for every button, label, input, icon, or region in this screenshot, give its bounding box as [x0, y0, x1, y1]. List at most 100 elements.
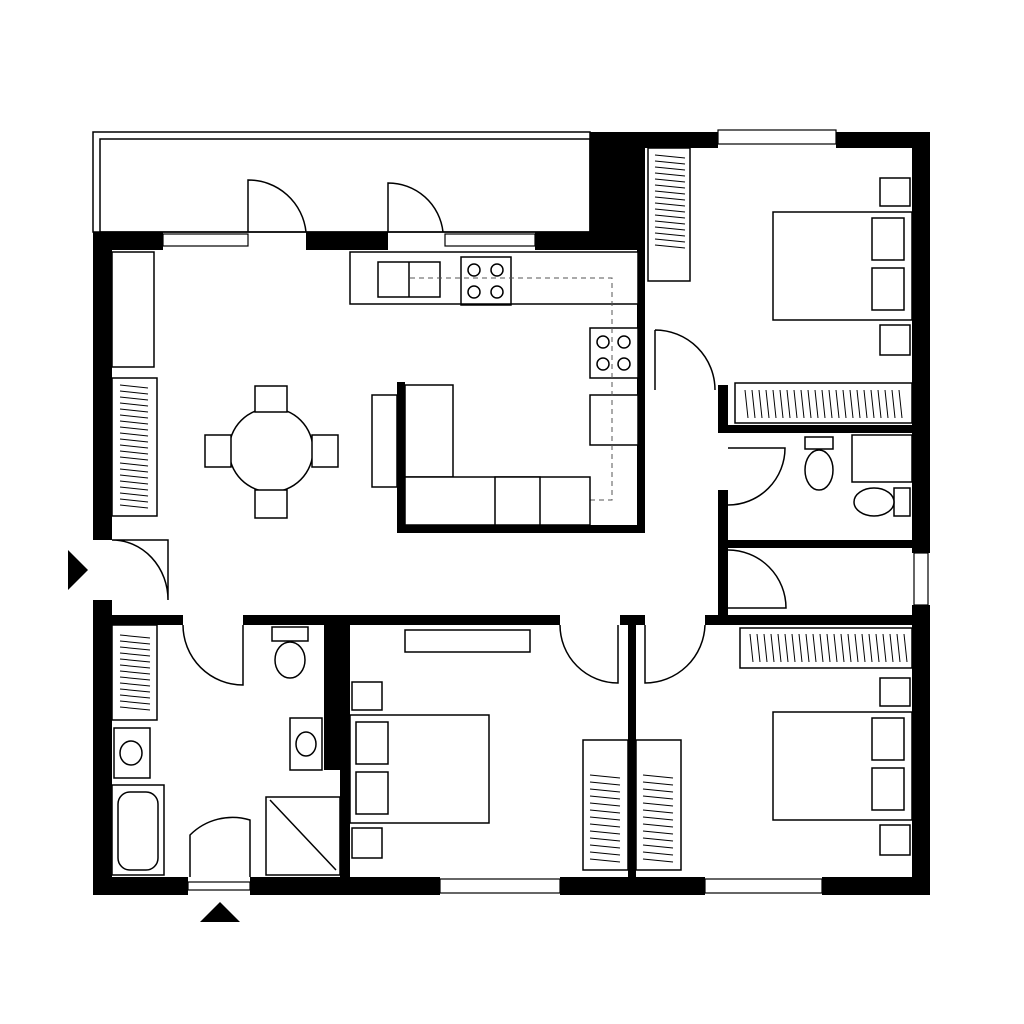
hatch-line [763, 633, 768, 663]
hatch-line [589, 774, 621, 779]
hatch-line [861, 633, 866, 663]
hatch-line [589, 795, 621, 800]
hatch-line [119, 700, 151, 705]
hatch-line [654, 154, 686, 159]
hatch-line [875, 633, 880, 663]
hatch-line [119, 504, 149, 509]
hatch-line [642, 795, 674, 800]
hatch-line [877, 389, 882, 419]
hatch-line [654, 202, 686, 207]
hatch-line [784, 633, 789, 663]
hatch-line [589, 816, 621, 821]
hatch-line [642, 802, 674, 807]
hatch-line [589, 802, 621, 807]
hatch-line [642, 788, 674, 793]
hatch-line [119, 670, 151, 675]
hatch-line [654, 190, 686, 195]
hatch-line [751, 389, 756, 419]
hatch-line [119, 390, 149, 395]
hatch-line [770, 633, 775, 663]
hatch-line [119, 438, 149, 443]
hatch-line [772, 389, 777, 419]
hatch-line [119, 468, 149, 473]
hatch-line [642, 844, 674, 849]
hatch-line [842, 389, 847, 419]
hatch-line [884, 389, 889, 419]
stove-icon [460, 256, 512, 306]
toilet-icon [271, 436, 911, 679]
hatch-line [882, 633, 887, 663]
hatch-line [856, 389, 861, 419]
hatch-line [119, 402, 149, 407]
hatch-line [758, 389, 763, 419]
entry-arrow-icon [68, 550, 88, 590]
hatch-line [642, 837, 674, 842]
hatch-line [589, 858, 621, 863]
sink-icon [113, 717, 323, 779]
hatch-line [654, 208, 686, 213]
hatch-line [807, 389, 812, 419]
hatch-line [119, 474, 149, 479]
hatch-line [812, 633, 817, 663]
hatch-line [765, 389, 770, 419]
hatch-line [847, 633, 852, 663]
hatch-line [589, 830, 621, 835]
hatch-line [744, 389, 749, 419]
hatch-line [826, 633, 831, 663]
hatch-line [589, 809, 621, 814]
hatch-line [798, 633, 803, 663]
hatch-line [119, 396, 149, 401]
hatch-line [903, 633, 908, 663]
hatch-line [589, 781, 621, 786]
exterior-walls [93, 132, 930, 895]
hatch-line [119, 688, 151, 693]
hatch-line [119, 480, 149, 485]
hatch-line [854, 633, 859, 663]
hatch-line [833, 633, 838, 663]
hatch-line [119, 426, 149, 431]
interior-walls [93, 250, 912, 877]
hatch-line [119, 486, 149, 491]
hatch-line [821, 389, 826, 419]
hatch-line [849, 389, 854, 419]
hatch-line [868, 633, 873, 663]
hatch-line [119, 492, 149, 497]
hatch-line [642, 858, 674, 863]
windows [162, 129, 929, 894]
hatch-line [654, 226, 686, 231]
kitchen [349, 251, 639, 526]
hatch-line [119, 640, 151, 645]
hatch-line [119, 658, 151, 663]
hatch-line [654, 178, 686, 183]
hatch-line [589, 851, 621, 856]
hatch-line [654, 220, 686, 225]
bathtub-icon [111, 784, 165, 876]
bed-icon [349, 681, 490, 859]
hatch-line [654, 214, 686, 219]
hatch-line [642, 774, 674, 779]
hatch-line [654, 160, 686, 165]
hatch-line [589, 837, 621, 842]
doors[interactable] [111, 179, 787, 877]
hatch-line [589, 844, 621, 849]
hatch-line [840, 633, 845, 663]
hatch-line [119, 706, 151, 711]
hatch-line [898, 389, 903, 419]
hatch-line [891, 389, 896, 419]
hatch-line [835, 389, 840, 419]
hatch-line [777, 633, 782, 663]
hatch-line [654, 166, 686, 171]
hatch-line [889, 633, 894, 663]
hatch-line [119, 384, 149, 389]
hatch-line [870, 389, 875, 419]
hatch-line [642, 816, 674, 821]
hatch-line [119, 462, 149, 467]
hatch-line [756, 633, 761, 663]
hatch-line [642, 809, 674, 814]
hatch-line [779, 389, 784, 419]
hatch-line [896, 633, 901, 663]
hatch-line [119, 408, 149, 413]
hatch-line [749, 633, 754, 663]
hatch-line [119, 694, 151, 699]
